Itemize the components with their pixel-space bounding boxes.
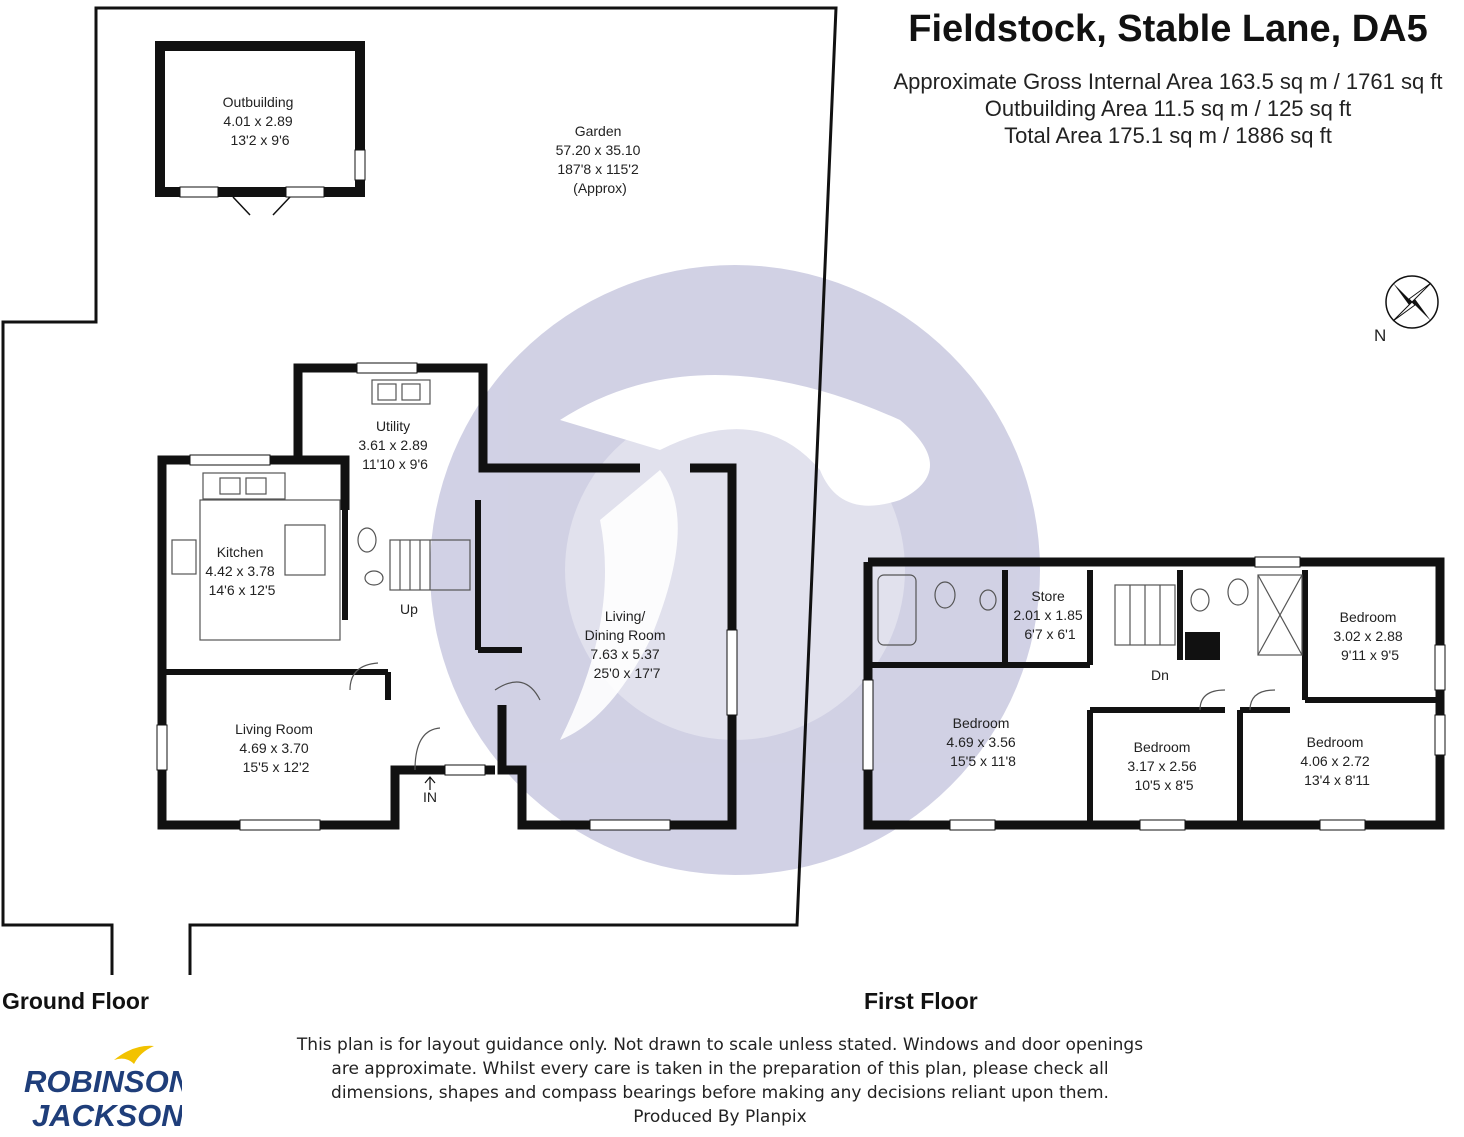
living-dining-label: Living/ Dining Room 7.63 x 5.37 25'0 x 1… [585,608,670,681]
first-floor-windows [862,556,1446,831]
kitchen-label: Kitchen 4.42 x 3.78 14'6 x 12'5 [205,544,278,598]
entrance-label: IN [423,789,437,805]
disclaimer-line: dimensions, shapes and compass bearings … [331,1083,1109,1103]
garden-boundary [1,6,838,975]
logo-line-2: JACKSON [32,1098,182,1133]
first-floor-fixtures [877,574,1303,711]
outbuilding-plan [155,41,366,216]
bedroom-3-label: Bedroom 3.17 x 2.56 10'5 x 8'5 [1127,739,1200,793]
bedroom-2-label: Bedroom 4.69 x 3.56 15'5 x 11'8 [946,715,1019,769]
gross-area-line: Approximate Gross Internal Area 163.5 sq… [893,69,1443,94]
ground-floor-fixtures [171,379,541,771]
area-summary: Approximate Gross Internal Area 163.5 sq… [868,68,1464,149]
store-label: Store 2.01 x 1.85 6'7 x 6'1 [1013,588,1086,642]
outbuilding-label: Outbuilding 4.01 x 2.89 13'2 x 9'6 [223,94,298,148]
entrance-arrow-icon [424,776,436,790]
living-room-label: Living Room 4.69 x 3.70 15'5 x 12'2 [235,721,317,775]
stairs-up-label: Up [400,601,418,617]
ground-floor-windows [156,362,738,831]
room-labels: Outbuilding 4.01 x 2.89 13'2 x 9'6 Garde… [205,94,1406,805]
disclaimer-line: Produced By Planpix [633,1107,807,1127]
outbuilding-area-line: Outbuilding Area 11.5 sq m / 125 sq ft [984,96,1352,121]
bedroom-1-label: Bedroom 3.02 x 2.88 9'11 x 9'5 [1333,609,1406,663]
total-area-line: Total Area 175.1 sq m / 1886 sq ft [1004,123,1332,148]
logo-swallow-icon [114,1045,154,1064]
property-title: Fieldstock, Stable Lane, DA5 [908,8,1428,50]
bedroom-4-label: Bedroom 4.06 x 2.72 13'4 x 8'11 [1300,734,1373,788]
disclaimer-line: are approximate. Whilst every care is ta… [331,1059,1109,1079]
disclaimer: This plan is for layout guidance only. N… [270,1033,1170,1129]
disclaimer-line: This plan is for layout guidance only. N… [296,1035,1144,1055]
utility-label: Utility 3.61 x 2.89 11'10 x 9'6 [358,418,431,472]
garden-label: Garden 57.20 x 35.10 187'8 x 115'2 (Appr… [556,123,645,196]
compass-north-label: N [1374,326,1387,345]
logo-line-1: ROBINSON [24,1064,182,1099]
first-floor-label: First Floor [864,988,978,1014]
compass-icon [1385,275,1439,329]
ground-floor-label: Ground Floor [2,988,149,1014]
stairs-down-label: Dn [1151,667,1169,683]
first-floor-stair-void [1185,632,1220,660]
robinson-jackson-logo: ROBINSON JACKSON [24,1045,182,1133]
